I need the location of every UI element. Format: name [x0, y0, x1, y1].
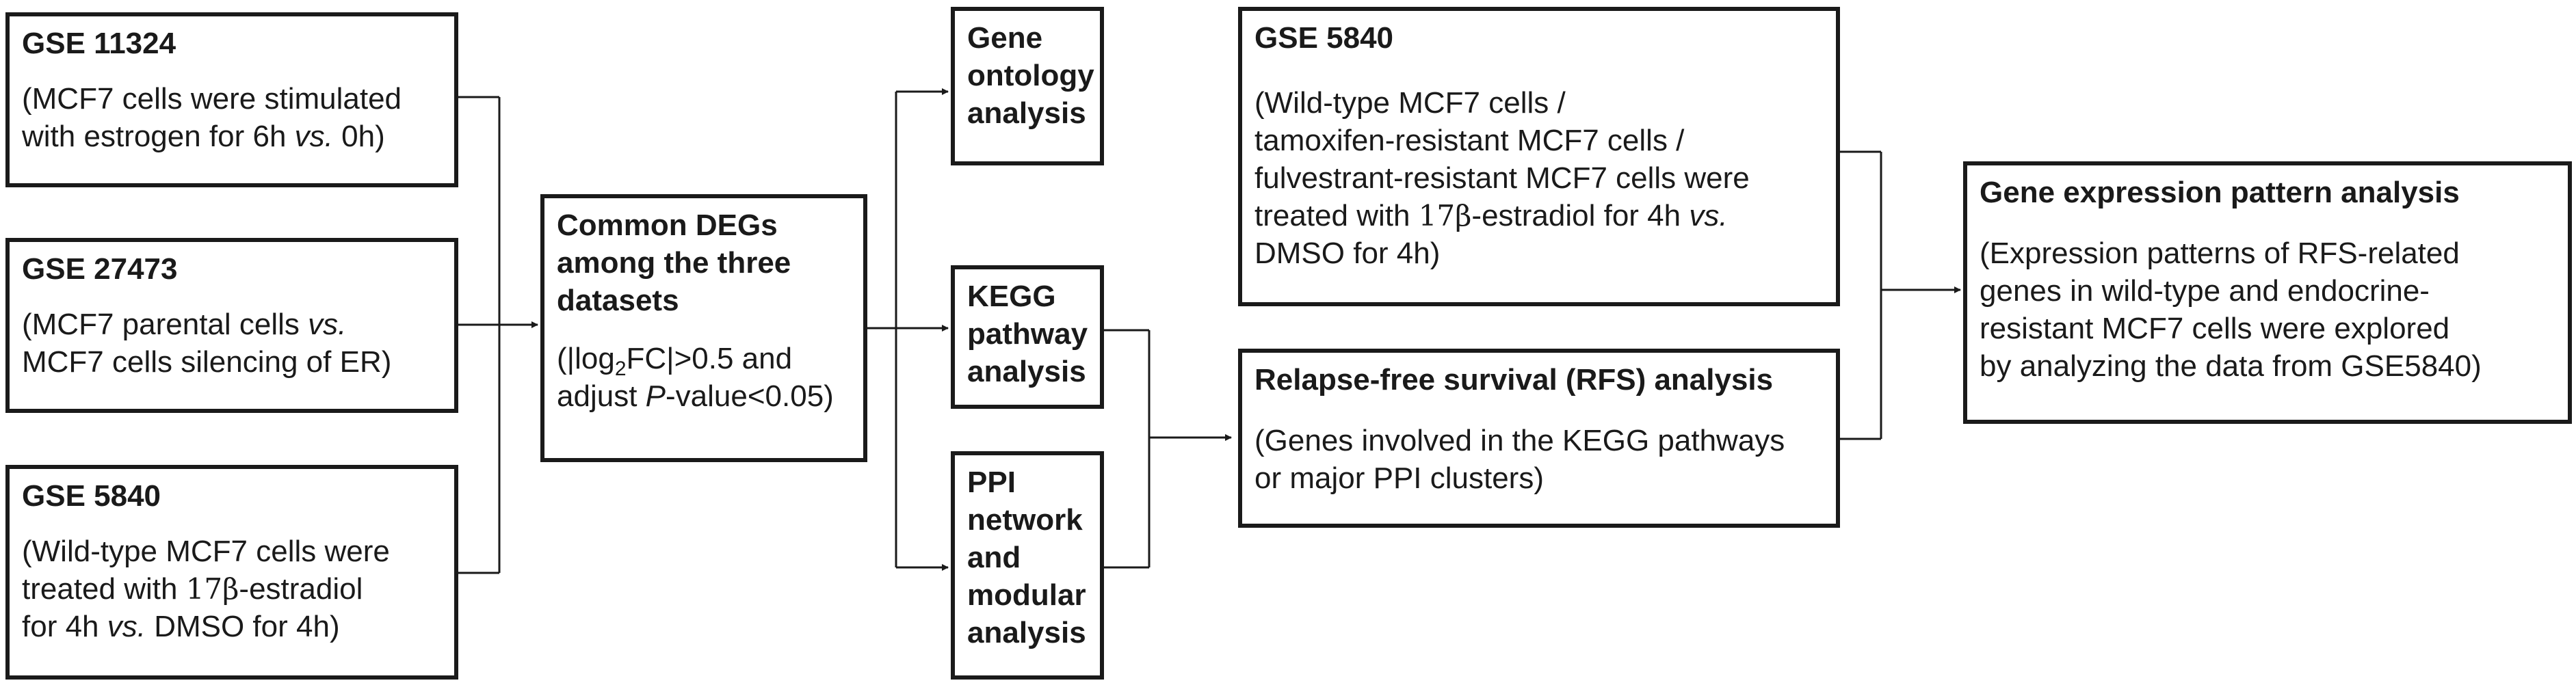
node-title: PPI network and modular analysis	[967, 466, 1086, 649]
node-title: GSE 11324	[22, 27, 176, 60]
node-title: GSE 27473	[22, 252, 178, 286]
node-description: (Wild-type MCF7 cells were treated with …	[22, 535, 390, 643]
node-title: Gene ontology analysis	[967, 21, 1094, 130]
node-gse27473: GSE 27473 (MCF7 parental cells vs. MCF7 …	[5, 238, 458, 413]
node-title: Gene expression pattern analysis	[1980, 176, 2460, 209]
node-description: (Wild-type MCF7 cells / tamoxifen-resist…	[1254, 86, 1750, 270]
node-description: (MCF7 parental cells vs. MCF7 cells sile…	[22, 308, 392, 379]
node-gse11324: GSE 11324 (MCF7 cells were stimulated wi…	[5, 12, 458, 187]
node-description: (MCF7 cells were stimulated with estroge…	[22, 82, 402, 153]
node-gse5840-right: GSE 5840 (Wild-type MCF7 cells / tamoxif…	[1238, 7, 1840, 306]
node-title: Relapse-free survival (RFS) analysis	[1254, 363, 1774, 397]
node-gse5840-left: GSE 5840 (Wild-type MCF7 cells were trea…	[5, 465, 458, 680]
node-description: (Genes involved in the KEGG pathways or …	[1254, 424, 1785, 495]
node-gene-expression-pattern: Gene expression pattern analysis (Expres…	[1963, 161, 2572, 424]
node-common-degs: Common DEGs among the three datasets (|l…	[540, 194, 867, 462]
node-ppi-network: PPI network and modular analysis	[951, 451, 1104, 680]
node-description: (Expression patterns of RFS-related gene…	[1980, 237, 2482, 383]
node-kegg-pathway: KEGG pathway analysis	[951, 265, 1104, 409]
node-criteria: (|log2FC|>0.5 and adjust P-value<0.05)	[557, 342, 834, 413]
node-gene-ontology: Gene ontology analysis	[951, 7, 1104, 165]
node-title: GSE 5840	[22, 479, 161, 513]
node-title: Common DEGs among the three datasets	[557, 209, 791, 317]
node-title: KEGG pathway analysis	[967, 280, 1088, 388]
node-rfs-analysis: Relapse-free survival (RFS) analysis (Ge…	[1238, 349, 1840, 528]
node-title: GSE 5840	[1254, 21, 1394, 55]
